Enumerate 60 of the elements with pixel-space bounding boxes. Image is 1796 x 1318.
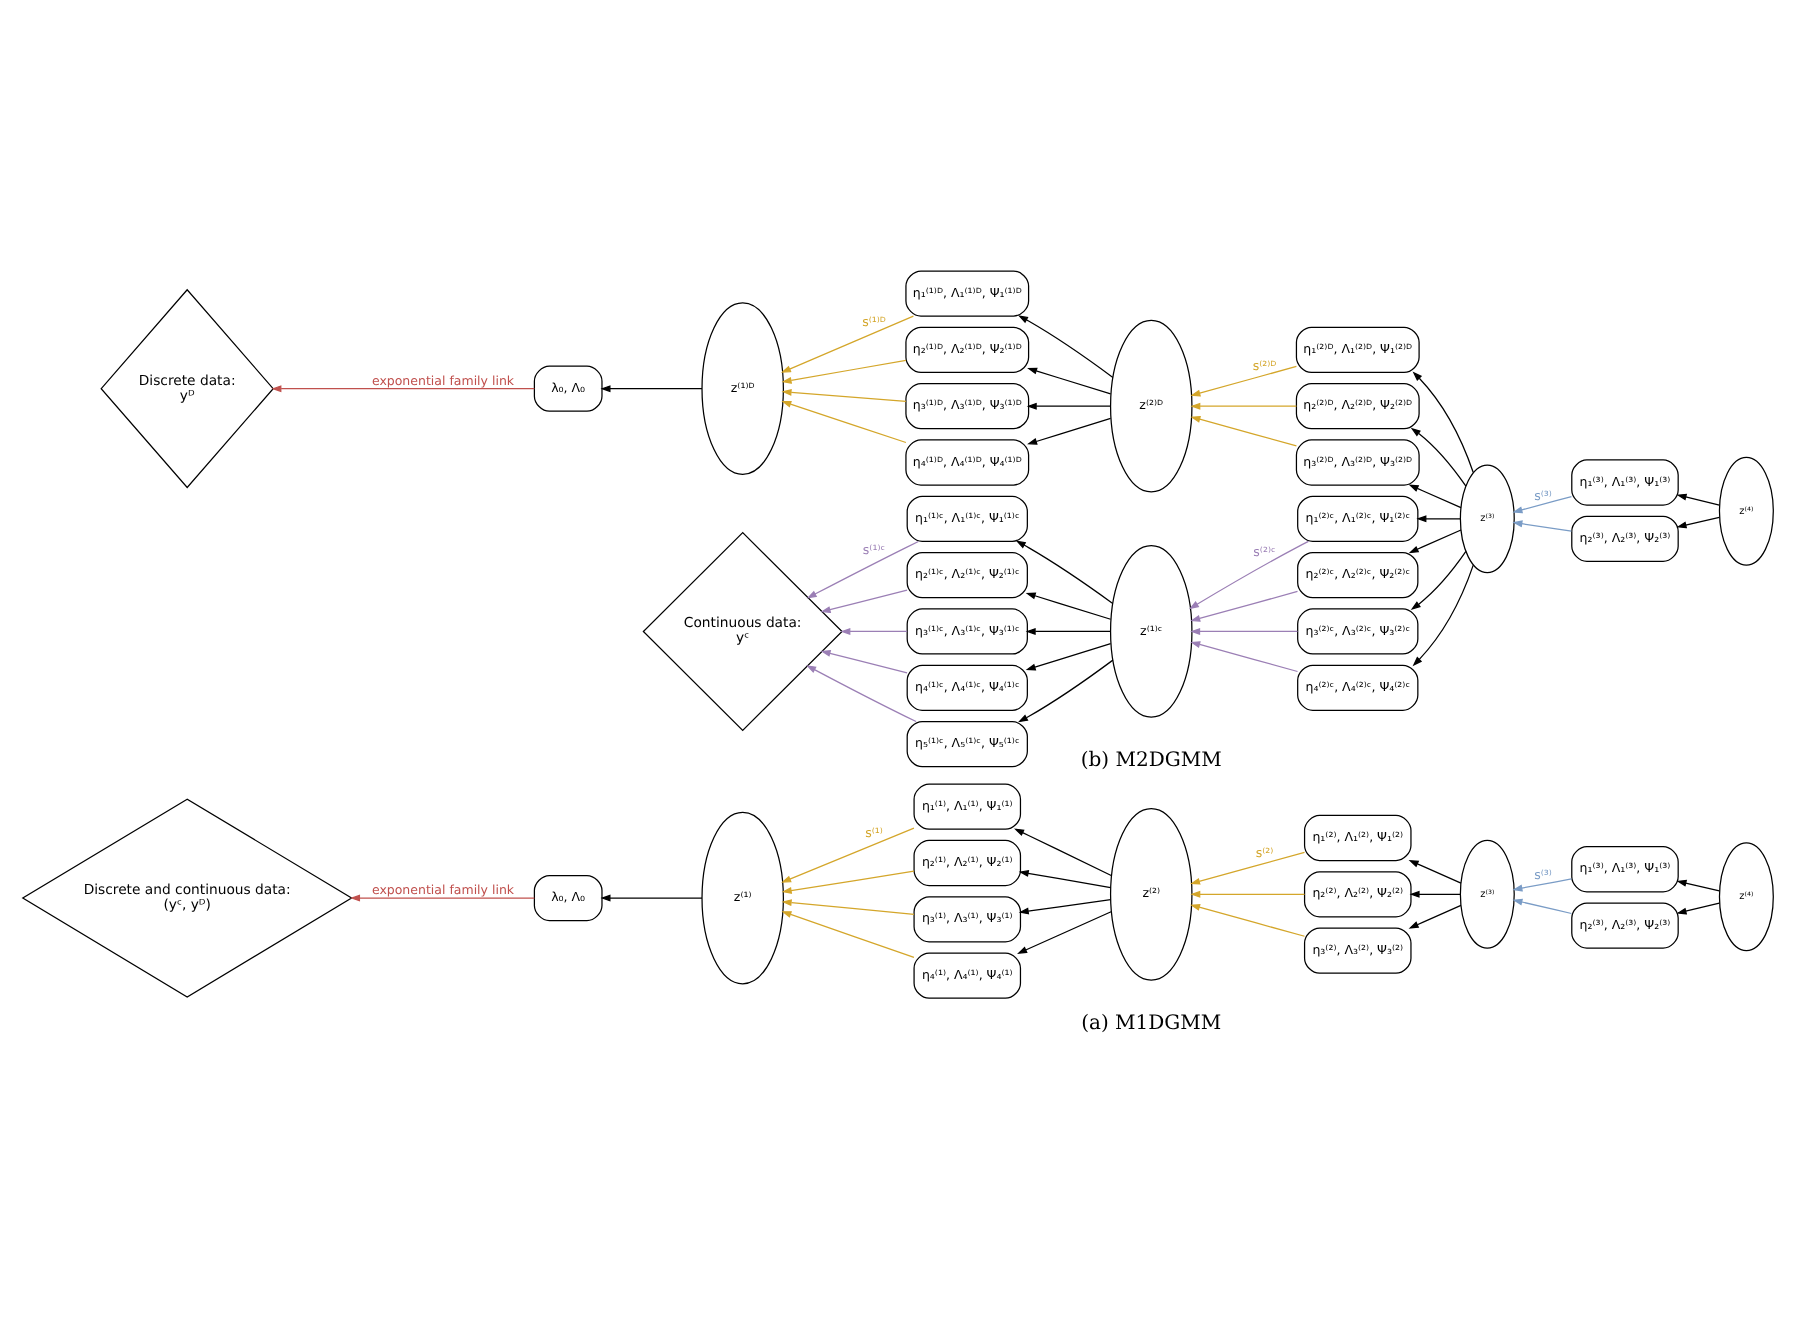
arrow [1676, 879, 1720, 892]
arrow [1190, 365, 1298, 397]
arrow [600, 385, 703, 393]
arrow [1190, 851, 1306, 885]
arrow [350, 894, 535, 902]
arrow [1676, 516, 1720, 529]
arrow [781, 911, 915, 959]
arrow [1017, 911, 1112, 954]
arrow [1512, 898, 1573, 915]
arrow [781, 359, 907, 384]
arrow [781, 827, 915, 883]
arrow [1676, 902, 1720, 915]
arrow [1190, 641, 1299, 673]
arrow [781, 400, 907, 444]
arrow [1410, 550, 1467, 610]
arrow [1018, 869, 1112, 889]
arrow [1027, 367, 1112, 395]
arrow [1025, 627, 1111, 635]
arrow [1409, 890, 1461, 898]
arrow [1410, 427, 1467, 487]
label: (b) M2DGMM [1080, 750, 1222, 773]
arrow [1190, 415, 1298, 447]
arrow [820, 589, 908, 613]
arrow [1512, 495, 1573, 514]
arrow [1408, 529, 1462, 554]
arrow [840, 627, 908, 635]
arrow [1025, 592, 1112, 620]
arrow [1018, 315, 1114, 379]
arrow [1014, 828, 1112, 877]
arrow [781, 899, 915, 915]
arrow [806, 540, 920, 599]
arrow [781, 870, 915, 894]
arrow [271, 385, 535, 393]
arrow [1026, 402, 1111, 410]
arrow [1412, 564, 1474, 667]
arrow [820, 649, 908, 674]
arrow [1512, 520, 1573, 532]
arrow [1408, 904, 1462, 929]
arrow [1190, 402, 1298, 410]
arrow [1408, 859, 1462, 884]
arrow [780, 315, 914, 373]
arrow [1190, 903, 1306, 937]
arrow [806, 665, 917, 723]
arrow [1412, 371, 1474, 474]
arrow [1190, 590, 1299, 622]
arrow [1408, 484, 1462, 509]
arrow [1025, 643, 1112, 671]
arrow [1676, 493, 1720, 506]
arrow [1018, 659, 1114, 723]
arrow [1018, 899, 1112, 915]
arrow [1188, 540, 1310, 610]
arrow [1015, 540, 1114, 605]
arrow [1416, 515, 1461, 523]
arrow [1190, 627, 1299, 635]
label: (a) M1DGMM [1081, 1013, 1222, 1036]
arrow [600, 894, 703, 902]
arrow [781, 388, 907, 403]
arrow [1190, 890, 1306, 898]
arrow [1027, 417, 1112, 445]
arrow [1512, 878, 1573, 892]
